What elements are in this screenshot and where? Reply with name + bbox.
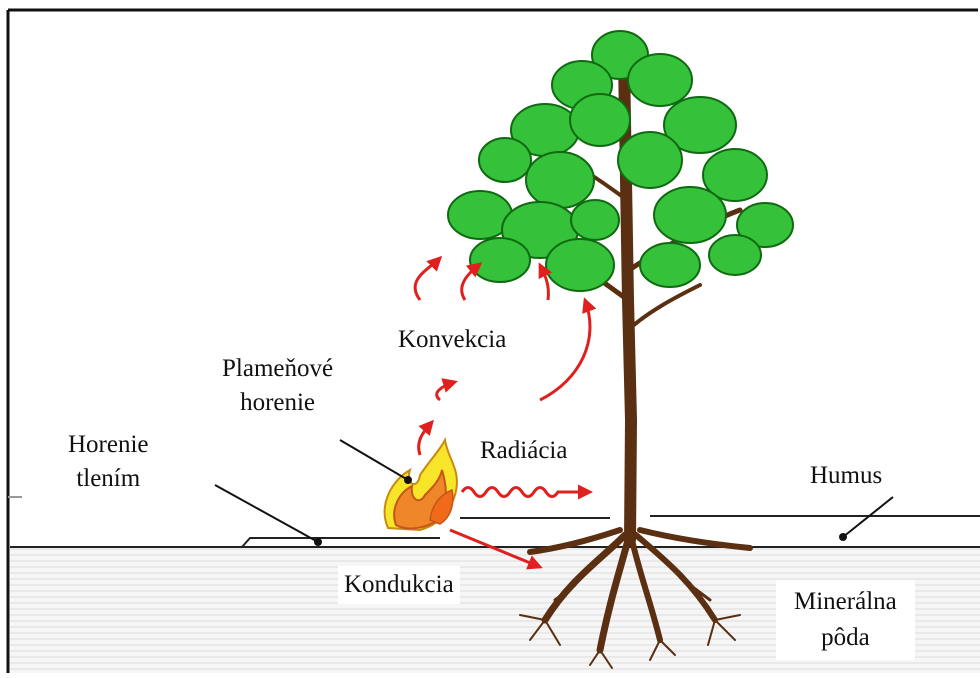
radiation-arrow [462,488,590,497]
flaming-label-line1: Plameňové [222,352,333,386]
smoldering-label-line1: Horenie [68,428,149,462]
radiation-label: Radiácia [476,436,571,466]
smoldering-label-line2: tlením [68,462,149,496]
tree-foliage [448,31,793,291]
mineral-soil-label: Minerálna pôda [776,580,915,660]
flaming-combustion-label: Plameňové horenie [218,352,337,420]
mineral-soil-label-line1: Minerálna [794,584,897,620]
conduction-label: Kondukcia [338,566,460,604]
convection-label: Konvekcia [394,325,510,355]
smoldering-combustion-label: Horenie tlením [64,428,153,496]
humus-label: Humus [806,461,886,491]
humus-layer-left [242,538,440,547]
mineral-soil-label-line2: pôda [794,620,897,656]
flaming-label-line2: horenie [222,386,333,420]
